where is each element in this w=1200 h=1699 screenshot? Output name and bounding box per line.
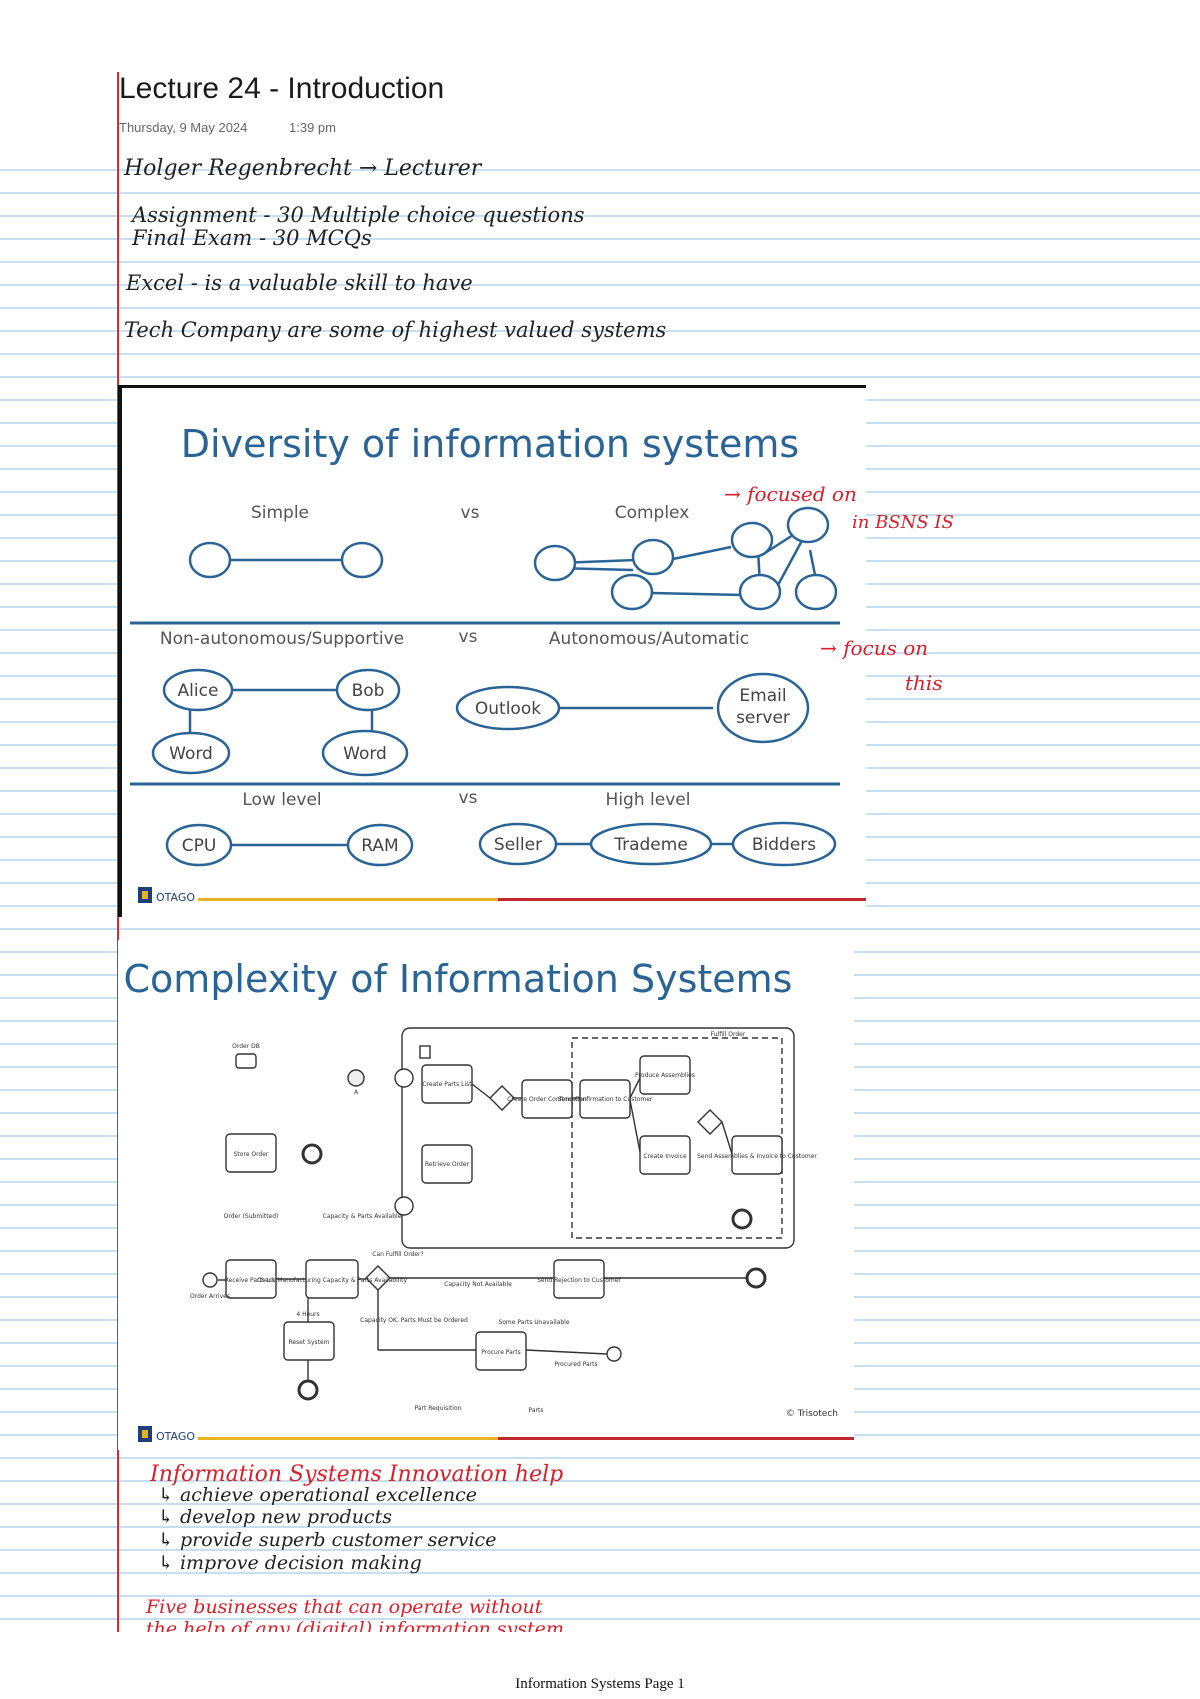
svg-text:Send Rejection to Customer: Send Rejection to Customer [537,1277,621,1284]
vs-3: vs [459,788,478,808]
node-bidders: Bidders [752,835,816,855]
annotation-this[interactable]: this [905,671,943,695]
page-meta: Thursday, 9 May 2024 1:39 pm [119,120,374,135]
node-email: Email [739,686,786,706]
otago-logo-2: OTAGO [138,1426,195,1443]
annotation-focus[interactable]: → focus on [820,636,929,660]
annotation-bsns[interactable]: in BSNS IS [852,512,954,533]
label-complex: Complex [615,503,690,523]
note-final-exam[interactable]: Final Exam - 30 MCQs [132,226,372,250]
otago-logo: OTAGO [138,887,195,904]
bpmn-diagram [202,1027,795,1401]
page-title[interactable]: Lecture 24 - Introduction [119,72,445,105]
slide-diversity-graphic: Diversity of information systems Simple … [118,385,866,917]
svg-text:Produce Assemblies: Produce Assemblies [635,1072,695,1079]
note-item-2[interactable]: ↳ develop new products [158,1506,392,1528]
bpmn-labels: Order DB Store Order Order (Submitted) O… [190,1031,817,1414]
svg-text:Receive Parts List: Receive Parts List [225,1277,278,1284]
note-item-1[interactable]: ↳ achieve operational excellence [158,1484,477,1506]
node-ram: RAM [361,836,398,856]
slide-complexity-graphic: Complexity of Information Systems [124,957,854,1443]
svg-text:Create Order Confirmation: Create Order Confirmation [507,1096,587,1103]
svg-text:Create Parts List: Create Parts List [422,1081,472,1088]
slide1-title: Diversity of information systems [181,422,799,466]
trisotech-credit: © Trisotech [786,1409,838,1419]
svg-text:Create Invoice: Create Invoice [643,1153,687,1160]
node-cpu: CPU [182,836,217,856]
note-five-businesses[interactable]: Five businesses that can operate without [146,1596,543,1618]
svg-text:Capacity & Parts Available: Capacity & Parts Available [323,1213,402,1220]
svg-text:Order DB: Order DB [232,1043,260,1050]
annotation-focused[interactable]: → focused on [724,482,857,506]
svg-text:Order (Submitted): Order (Submitted) [224,1213,279,1220]
node-outlook: Outlook [475,699,541,719]
svg-text:Procured Parts: Procured Parts [554,1361,597,1368]
note-tech-company[interactable]: Tech Company are some of highest valued … [124,318,667,342]
label-autonomous: Autonomous/Automatic [549,629,749,649]
simple-graph [188,541,384,579]
svg-text:Capacity Not Available: Capacity Not Available [444,1281,512,1288]
note-excel[interactable]: Excel - is a valuable skill to have [126,271,473,295]
note-five-businesses-2[interactable]: the help of any (digital) information sy… [146,1618,564,1632]
slide-diversity[interactable]: Diversity of information systems Simple … [118,385,866,917]
svg-text:Procure Parts: Procure Parts [481,1349,521,1356]
node-word-2: Word [343,744,387,764]
note-item-3[interactable]: ↳ provide superb customer service [158,1529,497,1551]
label-non-autonomous: Non-autonomous/Supportive [160,629,404,649]
page-time: 1:39 pm [289,120,336,135]
svg-text:Send Assemblies & Invoice to C: Send Assemblies & Invoice to Customer [697,1153,817,1160]
label-simple: Simple [251,503,309,523]
label-low-level: Low level [242,790,321,810]
supportive-graph [151,668,810,777]
node-seller: Seller [494,835,542,855]
node-email-server: server [736,708,790,728]
svg-text:A: A [354,1089,359,1096]
svg-text:OTAGO: OTAGO [156,1430,195,1443]
svg-text:Some Parts Unavailable: Some Parts Unavailable [498,1319,569,1326]
note-item-4[interactable]: ↳ improve decision making [158,1552,422,1574]
svg-text:OTAGO: OTAGO [156,891,195,904]
vs-1: vs [461,503,480,523]
svg-text:Capacity OK, Parts Must be Ord: Capacity OK, Parts Must be Ordered [360,1317,468,1324]
vs-2: vs [459,627,478,647]
node-trademe: Trademe [613,835,688,855]
page-footer: Information Systems Page 1 [515,1676,685,1692]
svg-text:Send Confirmation to Customer: Send Confirmation to Customer [558,1096,653,1103]
page-date: Thursday, 9 May 2024 [119,120,248,135]
svg-text:4 Hours: 4 Hours [296,1311,319,1318]
slide-complexity[interactable]: Complexity of Information Systems [118,940,854,1450]
label-high-level: High level [606,790,691,810]
svg-text:Retrieve Order: Retrieve Order [425,1161,470,1168]
svg-text:Parts: Parts [529,1407,544,1414]
level-graph [165,821,837,867]
svg-text:Can Fulfill Order?: Can Fulfill Order? [372,1251,423,1258]
complex-graph [533,506,838,611]
node-bob: Bob [352,681,385,701]
svg-text:Part Requisition: Part Requisition [415,1405,462,1412]
slide2-title: Complexity of Information Systems [124,957,793,1001]
svg-text:Fulfill Order: Fulfill Order [711,1031,746,1038]
note-assignment[interactable]: Assignment - 30 Multiple choice question… [132,203,585,227]
node-word-1: Word [169,744,213,764]
svg-text:Order Arrives: Order Arrives [190,1293,230,1300]
svg-text:Store Order: Store Order [234,1151,269,1158]
svg-text:Reset System: Reset System [288,1339,329,1346]
svg-text:Check Manufacturing Capacity &: Check Manufacturing Capacity & Parts Ava… [257,1277,407,1284]
note-lecturer[interactable]: Holger Regenbrecht → Lecturer [124,156,482,181]
note-is-innovation[interactable]: Information Systems Innovation help [150,1462,564,1487]
node-alice: Alice [178,681,219,701]
